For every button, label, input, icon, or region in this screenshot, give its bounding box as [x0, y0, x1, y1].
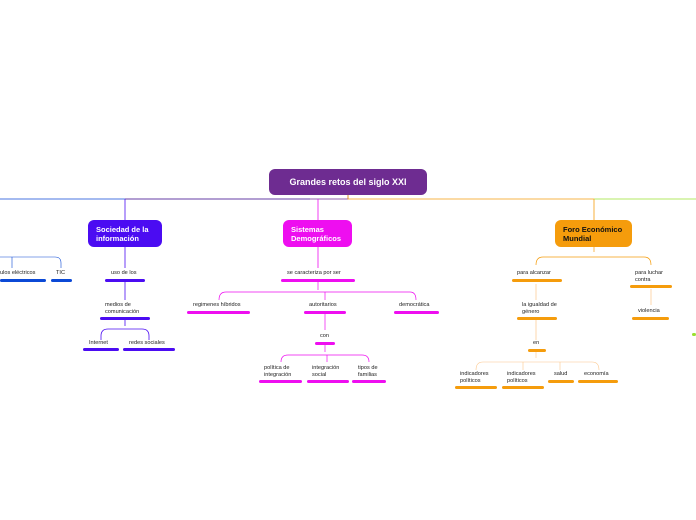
underline-en — [528, 349, 546, 352]
underline-luchar — [630, 285, 672, 288]
label-democratica[interactable]: democrática — [399, 302, 430, 308]
underline-salud — [548, 380, 574, 383]
underline-uso — [105, 279, 145, 282]
underline-internet — [83, 348, 119, 351]
label-ind1[interactable]: indicadores políticos — [460, 371, 489, 384]
label-internet[interactable]: Internet — [89, 340, 108, 346]
underline-violencia — [632, 317, 669, 320]
underline-tipos — [352, 380, 386, 383]
topic-foro[interactable]: Foro Económico Mundial — [555, 220, 632, 247]
label-autoritarios[interactable]: autoritarios — [309, 302, 337, 308]
underline-ind2 — [502, 386, 544, 389]
label-alcanzar[interactable]: para alcanzar — [517, 270, 551, 276]
label-luchar[interactable]: para luchar contra — [635, 270, 663, 283]
underline-economia — [578, 380, 618, 383]
underline-ind1 — [455, 386, 497, 389]
label-salud[interactable]: salud — [554, 371, 568, 377]
label-tic[interactable]: TIC — [56, 270, 66, 276]
underline-igualdad — [517, 317, 557, 320]
underline-politica — [259, 380, 302, 383]
topic-sistemas[interactable]: Sistemas Demográficos — [283, 220, 352, 247]
label-violencia[interactable]: violencia — [638, 308, 660, 314]
underline-democratica — [394, 311, 439, 314]
underline-circuitos — [0, 279, 46, 282]
label-caracteriza[interactable]: se caracteriza por ser — [287, 270, 341, 276]
underline-caracteriza — [281, 279, 355, 282]
underline-redes — [123, 348, 175, 351]
root-topic[interactable]: Grandes retos del siglo XXI — [269, 169, 427, 195]
label-tipos[interactable]: tipos de familias — [358, 365, 378, 378]
underline-integracion — [307, 380, 349, 383]
label-economia[interactable]: economía — [584, 371, 609, 377]
label-en[interactable]: en — [533, 340, 540, 346]
label-con[interactable]: con — [320, 333, 330, 339]
label-regimenes[interactable]: regimenes híbridos — [193, 302, 241, 308]
label-igualdad[interactable]: la igualdad de género — [522, 302, 557, 315]
label-politica[interactable]: política de integración — [264, 365, 292, 378]
label-redes[interactable]: redes sociales — [129, 340, 165, 346]
label-circuitos[interactable]: ulos eléctricos — [0, 270, 36, 276]
label-ind2[interactable]: indicadores políticos — [507, 371, 536, 384]
underline-con — [315, 342, 335, 345]
right-branch-marker — [692, 333, 696, 336]
label-integracion[interactable]: integración social — [312, 365, 340, 378]
topic-sociedad[interactable]: Sociedad de la información — [88, 220, 162, 247]
underline-autoritarios — [304, 311, 346, 314]
underline-medios — [100, 317, 150, 320]
underline-regimenes — [187, 311, 250, 314]
label-medios[interactable]: medios de comunicación — [105, 302, 140, 315]
underline-alcanzar — [512, 279, 562, 282]
label-uso[interactable]: uso de los — [111, 270, 137, 276]
underline-tic — [51, 279, 72, 282]
